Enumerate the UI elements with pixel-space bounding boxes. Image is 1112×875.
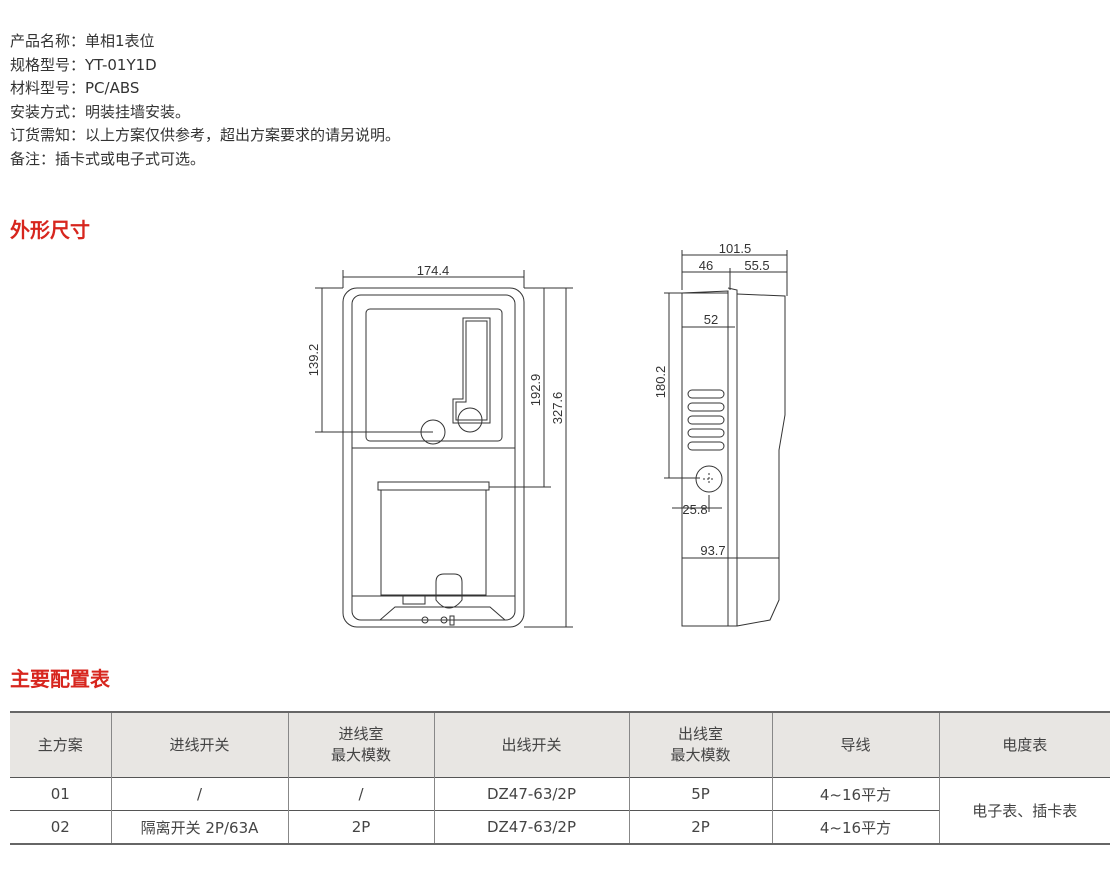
config-table: 主方案 进线开关 进线室最大模数 出线开关 出线室最大模数 导线 电度表 01 …: [10, 711, 1110, 845]
cell-wire: 4~16平方: [771, 777, 939, 811]
cell-in-room: 2P: [287, 810, 434, 844]
dim-side-d2: 55.5: [744, 258, 769, 273]
dim-front-h1: 139.2: [306, 344, 321, 377]
table-row: 01 / / DZ47-63/2P 5P 4~16平方 电子表、插卡表: [10, 777, 1110, 844]
cell-out-room: 5P: [628, 777, 772, 811]
header-in-switch: 进线开关: [110, 712, 288, 778]
side-view: [664, 250, 788, 627]
cell-in-switch: 隔离开关 2P/63A: [110, 810, 288, 844]
header-in-room: 进线室最大模数: [287, 712, 434, 778]
table-header-row: 主方案 进线开关 进线室最大模数 出线开关 出线室最大模数 导线 电度表: [10, 712, 1110, 778]
spec-material: 材料型号：PC/ABS: [10, 79, 140, 97]
header-out-room: 出线室最大模数: [628, 712, 772, 778]
spec-order: 订货需知：以上方案仅供参考，超出方案要求的请另说明。: [10, 126, 401, 144]
cell-plan: 01: [10, 777, 111, 811]
front-view: [315, 270, 573, 628]
dim-side-d4: 93.7: [700, 543, 725, 558]
spec-name: 产品名称：单相1表位: [10, 32, 155, 50]
header-out-switch: 出线开关: [433, 712, 629, 778]
spec-note: 备注：插卡式或电子式可选。: [10, 149, 206, 168]
dim-side-hole: 25.8: [682, 502, 707, 517]
dim-side-d3: 52: [704, 312, 718, 327]
header-wire: 导线: [771, 712, 939, 778]
table-row: 02 隔离开关 2P/63A 2P DZ47-63/2P 2P 4~16平方: [10, 810, 1110, 844]
dim-front-width: 174.4: [417, 263, 450, 278]
header-meter: 电度表: [938, 712, 1110, 778]
cell-wire: 4~16平方: [771, 810, 939, 844]
cell-in-room: /: [287, 777, 434, 811]
cell-out-switch: DZ47-63/2P: [433, 777, 629, 811]
header-plan: 主方案: [10, 712, 111, 778]
spec-list: 产品名称：单相1表位 规格型号：YT-01Y1D 材料型号：PC/ABS 安装方…: [10, 30, 400, 171]
dimension-drawing: 174.4 139.2 192.9 327.6 101.5 46 55.5 52…: [306, 241, 788, 628]
cell-plan: 02: [10, 810, 111, 844]
dim-side-depth: 101.5: [719, 241, 752, 256]
cell-in-switch: /: [110, 777, 288, 811]
dim-front-h3: 327.6: [550, 392, 565, 425]
spec-model: 规格型号：YT-01Y1D: [10, 55, 157, 74]
cell-out-switch: DZ47-63/2P: [433, 810, 629, 844]
spec-install: 安装方式：明装挂墙安装。: [10, 102, 191, 121]
dim-side-h: 180.2: [653, 366, 668, 399]
dim-side-d1: 46: [699, 258, 713, 273]
section-title-dimensions: 外形尺寸: [10, 218, 90, 242]
cell-meter: 电子表、插卡表: [938, 777, 1110, 844]
dim-front-h2: 192.9: [528, 374, 543, 407]
section-title-config: 主要配置表: [10, 667, 110, 691]
cell-out-room: 2P: [628, 810, 772, 844]
